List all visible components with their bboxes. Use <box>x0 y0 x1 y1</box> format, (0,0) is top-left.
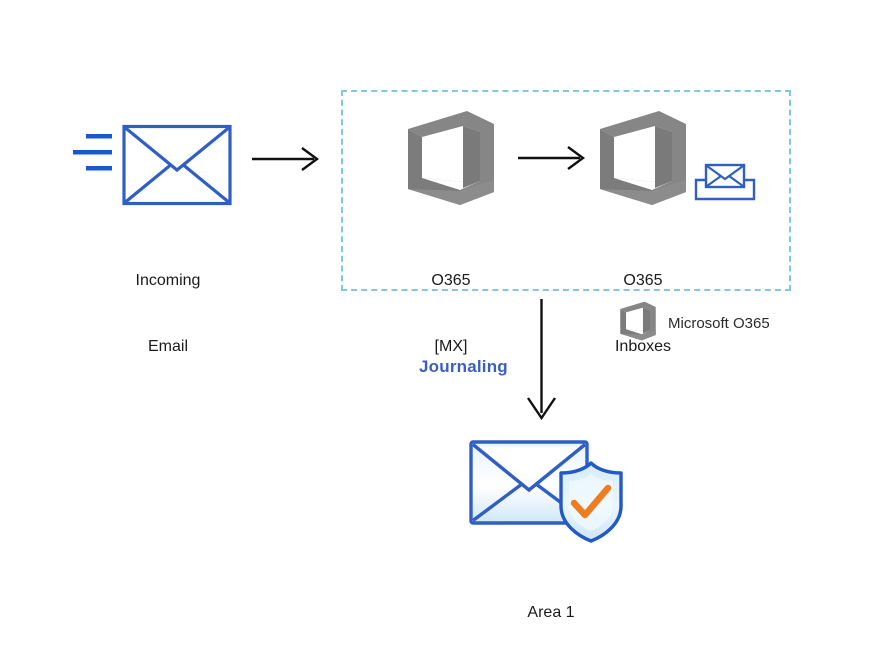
office-365-logo-icon <box>620 301 656 341</box>
o365-bottom-wedge <box>408 180 494 205</box>
o365-mx-node <box>405 110 497 206</box>
speed-line-middle <box>73 150 112 155</box>
area1-node <box>466 432 638 544</box>
edge-mx-to-inboxes <box>518 145 588 171</box>
journaling-label: Journaling <box>419 357 508 376</box>
incoming-email-label: Incoming Email <box>88 226 248 402</box>
o365-inboxes-label: O365 Inboxes <box>563 226 723 402</box>
o365-boundary-zone <box>341 90 791 291</box>
edge-inboxes-to-area1 <box>524 299 560 423</box>
o365-right-page <box>642 307 650 334</box>
area1-envelope-flap <box>471 443 587 493</box>
inbox-tray-envelope-icon <box>694 163 756 201</box>
secure-email-shield-icon <box>469 440 623 543</box>
badge-envelope-flap <box>706 165 744 181</box>
o365-left-band <box>620 309 642 341</box>
area1-envelope-flap-fill <box>476 447 582 489</box>
arrow-right-icon <box>518 146 586 170</box>
speed-line-bottom <box>86 166 112 171</box>
envelope-icon <box>73 124 232 206</box>
o365-inner-page <box>422 126 463 182</box>
area1-label-line1: Area 1 <box>527 604 575 621</box>
o365-mx-label: O365 [MX] <box>371 226 531 402</box>
o365-right-page <box>655 126 672 188</box>
envelope-fold-right <box>182 164 230 204</box>
edge-incoming-to-mx <box>252 146 322 172</box>
office-365-logo-icon <box>600 111 686 205</box>
legend-o365-icon-wrap <box>619 301 657 341</box>
arrow-head <box>567 146 586 170</box>
arrow-right-icon <box>252 147 320 171</box>
o365-mx-label-line1: O365 <box>431 272 471 289</box>
area1-check-icon <box>570 484 612 519</box>
o365-left-band <box>600 129 652 205</box>
arrow-head <box>527 397 556 421</box>
o365-inner-page <box>614 126 655 182</box>
o365-inner-page <box>626 307 643 331</box>
office-365-logo-icon <box>408 111 494 205</box>
envelope-flap <box>124 126 230 173</box>
incoming-email-node <box>70 124 235 210</box>
o365-inboxes-label-line2: Inboxes <box>614 338 672 355</box>
speed-line-top <box>86 134 112 139</box>
o365-inboxes-node <box>597 110 689 206</box>
badge-envelope-body <box>704 163 746 189</box>
arrow-down-icon <box>527 299 556 421</box>
incoming-email-label-line1: Incoming <box>135 272 201 289</box>
o365-bottom-wedge <box>600 180 686 205</box>
area1-shield-highlight <box>569 473 613 531</box>
area1-envelope-fold-left <box>471 482 524 522</box>
arrow-head <box>301 147 320 171</box>
envelope-fold-left <box>124 164 172 204</box>
badge-envelope-fold-left <box>706 175 722 187</box>
incoming-email-label-line2: Email <box>147 338 188 355</box>
o365-right-page <box>463 126 480 188</box>
o365-inboxes-label-line1: O365 <box>623 272 663 289</box>
o365-bottom-wedge <box>620 330 656 341</box>
area1-label: Area 1 email security <box>465 558 637 653</box>
legend-label: Microsoft O365 <box>668 315 770 332</box>
o365-inboxes-badge <box>694 160 756 202</box>
o365-mx-label-line2: [MX] <box>434 338 468 355</box>
o365-left-band <box>408 129 460 205</box>
badge-envelope-fold-right <box>728 175 744 187</box>
